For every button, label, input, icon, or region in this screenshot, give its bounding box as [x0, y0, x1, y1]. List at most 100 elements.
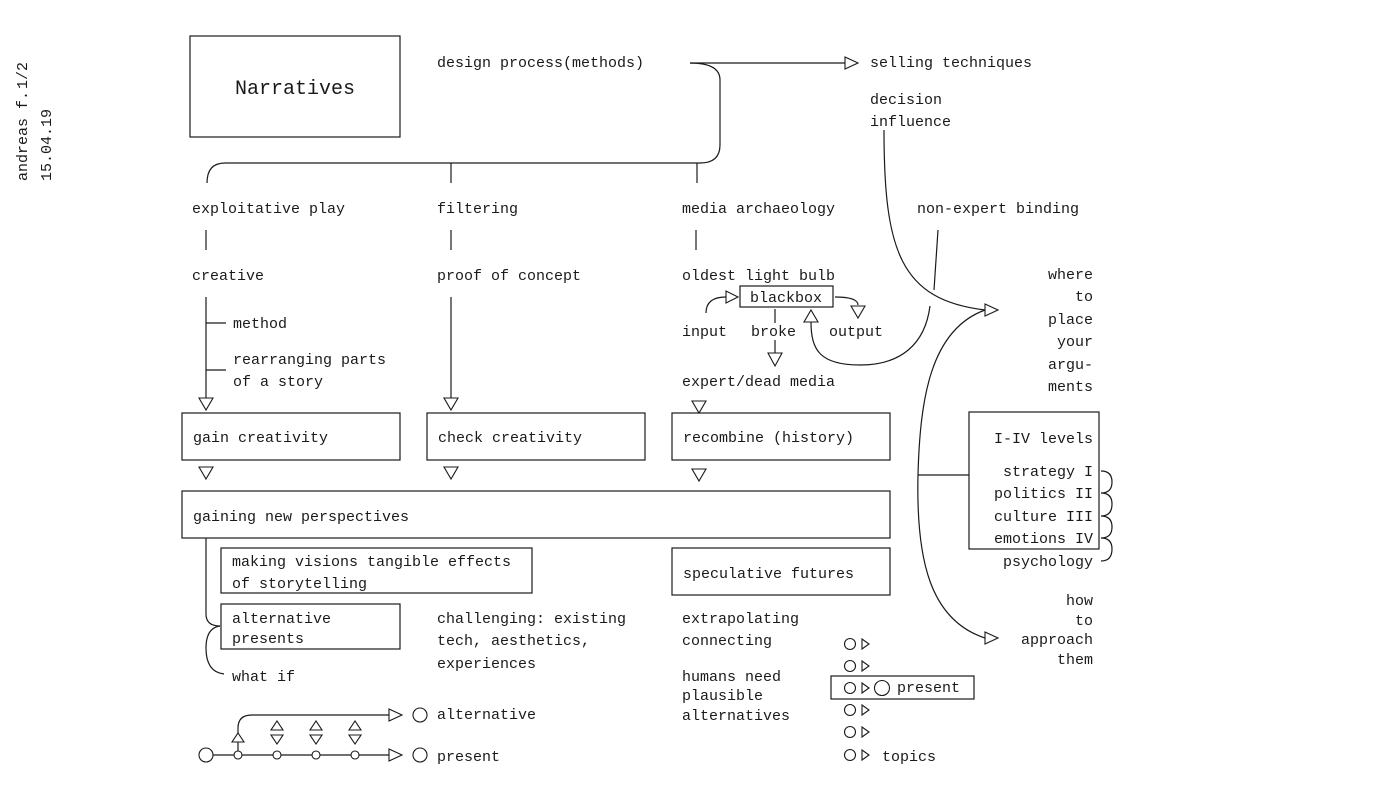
present-topic-box — [830, 675, 975, 700]
author-date: 15.04.19 — [39, 109, 56, 181]
alternative-circle — [412, 707, 428, 723]
humans-line-1: humans need — [682, 669, 781, 686]
output-arrow-curve — [834, 296, 859, 306]
timeline-double-arrow-2 — [308, 720, 324, 745]
input-arrow-curve — [705, 296, 727, 314]
perspectives-box — [181, 490, 891, 539]
where-line-6: ments — [1048, 379, 1093, 396]
non-expert-line — [933, 229, 939, 291]
arrow-head-selling — [844, 56, 860, 70]
timeline-alternative-label: alternative — [437, 707, 536, 724]
extrapolating-label: extrapolating — [682, 611, 799, 628]
timeline-node-3 — [311, 750, 321, 760]
feedback-arrow-head — [803, 308, 819, 323]
output-label: output — [829, 324, 883, 341]
selling-techniques-label: selling techniques — [870, 55, 1032, 72]
how-line-4: them — [1057, 652, 1093, 669]
creative-label: creative — [192, 268, 264, 285]
decision-curve — [883, 129, 986, 311]
method-label: method — [233, 316, 287, 333]
level-strategy: strategy I — [1003, 464, 1093, 481]
blackbox-box — [739, 285, 834, 308]
present-topic-label: present — [897, 680, 960, 697]
topic-marker-6 — [843, 748, 870, 762]
non-expert-binding-heading: non-expert binding — [917, 201, 1079, 218]
humans-line-2: plausible — [682, 688, 763, 705]
rearranging-label-1: rearranging parts — [233, 352, 386, 369]
rearranging-label-2: of a story — [233, 374, 323, 391]
page-number: 1/2 — [15, 62, 32, 89]
visions-label-1: making visions tangible effects — [232, 554, 511, 571]
feedback-curve — [810, 305, 931, 366]
levels-scallop-bracket — [1100, 470, 1113, 562]
timeline-alternative-arrow — [388, 708, 404, 722]
timeline-double-arrow-3 — [347, 720, 363, 745]
timeline-present-arrow — [388, 748, 404, 762]
where-line-3: place — [1048, 312, 1093, 329]
arrow-down-1 — [198, 466, 214, 481]
arrow-down-2 — [443, 466, 459, 481]
blackbox-label: blackbox — [750, 290, 822, 307]
what-if-label: what if — [232, 669, 295, 686]
output-arrow-head — [850, 305, 866, 320]
visions-box — [220, 547, 533, 594]
timeline-node-2 — [272, 750, 282, 760]
arrow-head-col2 — [443, 397, 459, 412]
topic-marker-5 — [843, 725, 870, 739]
timeline-node-1 — [233, 750, 243, 760]
speculative-futures-label: speculative futures — [683, 566, 854, 583]
humans-line-3: alternatives — [682, 708, 790, 725]
branch-bracket — [206, 62, 721, 184]
page-title: Narratives — [235, 78, 355, 101]
recombine-label: recombine (history) — [683, 430, 854, 447]
media-archaeology-heading: media archaeology — [682, 201, 835, 218]
alternative-presents-box — [220, 603, 401, 650]
present-circle — [412, 747, 428, 763]
timeline-alternative-line — [237, 714, 389, 751]
level-politics: politics II — [994, 486, 1093, 503]
level-psychology: psychology — [1003, 554, 1093, 571]
oldest-light-bulb-label: oldest light bulb — [682, 268, 835, 285]
alternative-presents-label-1: alternative — [232, 611, 331, 628]
where-line-5: argu- — [1048, 357, 1093, 374]
level-culture: culture III — [994, 509, 1093, 526]
where-line-1: where — [1048, 267, 1093, 284]
decision-label: decision — [870, 92, 942, 109]
topic-marker-4 — [843, 703, 870, 717]
connecting-label: connecting — [682, 633, 772, 650]
alternative-presents-label-2: presents — [232, 631, 304, 648]
where-line-2: to — [1075, 289, 1093, 306]
input-arrow-head — [725, 290, 740, 304]
filtering-heading: filtering — [437, 201, 518, 218]
challenging-line-2: tech, aesthetics, — [437, 633, 590, 650]
exploitative-play-heading: exploitative play — [192, 201, 345, 218]
topic-marker-3 — [843, 681, 870, 695]
expert-dead-media-label: expert/dead media — [682, 374, 835, 391]
visions-label-2: of storytelling — [232, 576, 367, 593]
how-line-1: how — [1066, 593, 1093, 610]
how-line-3: approach — [1021, 632, 1093, 649]
topics-label: topics — [882, 749, 936, 766]
gain-creativity-box — [181, 412, 401, 461]
recombine-box — [671, 412, 891, 461]
speculative-futures-box — [671, 547, 891, 596]
present-topic-circle — [873, 679, 891, 697]
level-emotions: emotions IV — [994, 531, 1093, 548]
author-name: andreas f. — [15, 91, 32, 181]
arrow-head-how — [984, 631, 1000, 645]
topic-marker-2 — [843, 659, 870, 673]
perspectives-tree-line — [205, 538, 221, 627]
topic-marker-1 — [843, 637, 870, 651]
input-label: input — [682, 324, 727, 341]
timeline-present-label: present — [437, 749, 500, 766]
what-if-curve — [205, 625, 225, 675]
design-process-label: design process(methods) — [437, 55, 644, 72]
arrow-head-col3 — [691, 400, 707, 415]
challenging-line-3: experiences — [437, 656, 536, 673]
check-creativity-box — [426, 412, 646, 461]
timeline-double-arrow-1 — [269, 720, 285, 745]
proof-of-concept-label: proof of concept — [437, 268, 581, 285]
influence-label: influence — [870, 114, 951, 131]
check-creativity-label: check creativity — [438, 430, 582, 447]
